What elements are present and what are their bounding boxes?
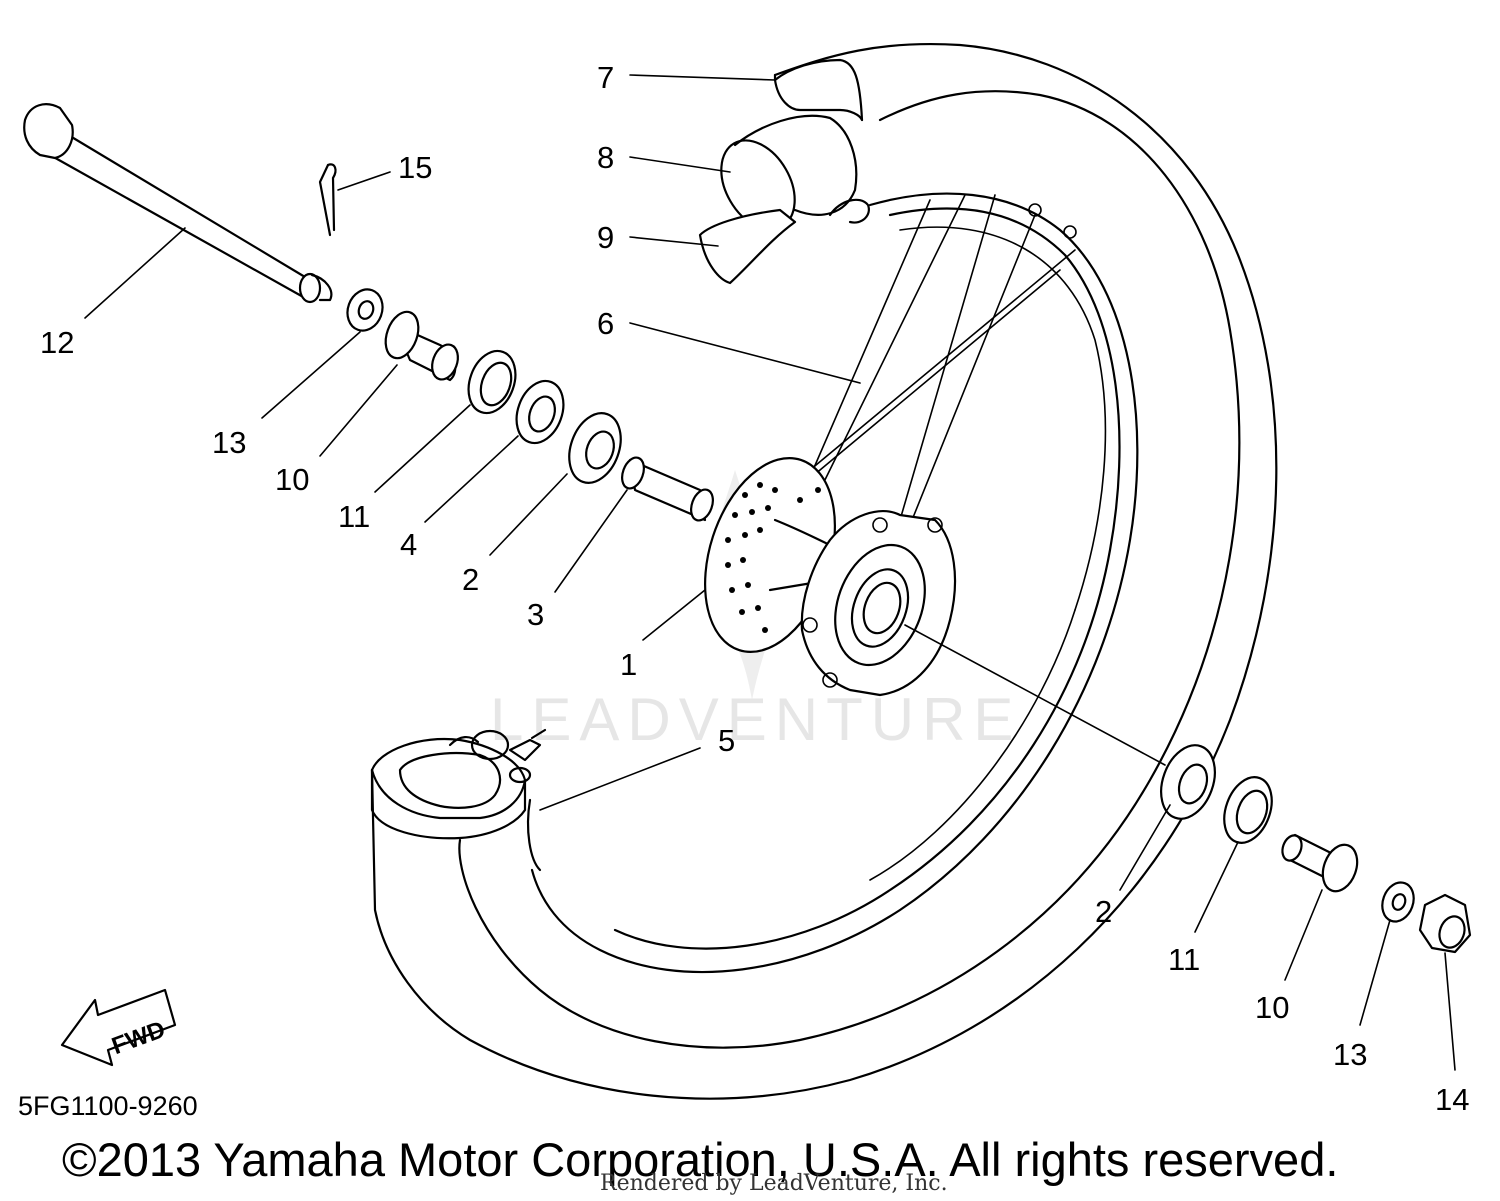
callout-1: 1: [620, 647, 637, 682]
callout-2-left: 2: [462, 562, 479, 597]
callout-13-right: 13: [1333, 1037, 1367, 1072]
callout-10-right: 10: [1255, 990, 1289, 1025]
collar-10-right: [1281, 833, 1359, 893]
callout-14: 14: [1435, 1082, 1469, 1117]
callout-5: 5: [718, 723, 735, 758]
bearing-2-left: [568, 412, 622, 484]
callouts: 7 8 9 6 15 12 13 10 11 4 2 3 1 5 2 11 10…: [40, 60, 1469, 1117]
callout-9: 9: [597, 220, 614, 255]
tube-8: [720, 114, 870, 231]
callout-4: 4: [400, 527, 417, 562]
axle-12: [23, 103, 333, 304]
callout-12: 12: [40, 325, 74, 360]
rendered-by: Rendered by LeadVenture, Inc.: [600, 1171, 948, 1196]
watermark-text: LEADVENTURE: [490, 686, 1021, 753]
callout-15: 15: [398, 150, 432, 185]
leader-lines: [84, 74, 1456, 1071]
valve: [448, 728, 547, 784]
copyright-notice: ©2013 Yamaha Motor Corporation, U.S.A. A…: [62, 1133, 1338, 1186]
callout-2-right: 2: [1095, 894, 1112, 929]
fwd-arrow-icon: FWD: [60, 988, 177, 1067]
rim-band-9: [698, 208, 797, 285]
axle-centerline: [904, 624, 1166, 766]
oil-seal-11-right: [1223, 776, 1273, 844]
callout-8: 8: [597, 140, 614, 175]
cotter-pin-15: [318, 163, 337, 237]
washer-13-left: [346, 288, 384, 332]
spacer-3: [621, 456, 714, 522]
callout-3: 3: [527, 597, 544, 632]
oil-seal-11-left: [467, 349, 517, 415]
bearing-4: [515, 379, 565, 445]
callout-13-left: 13: [212, 425, 246, 460]
part-code: 5FG1100-9260: [18, 1091, 198, 1121]
callout-11-right: 11: [1168, 942, 1200, 977]
callout-10-left: 10: [275, 462, 309, 497]
axle-nut-14: [1418, 893, 1472, 954]
callout-7: 7: [597, 60, 614, 95]
collar-10-left: [384, 310, 459, 382]
washer-13-right: [1381, 881, 1415, 923]
bearing-2-right: [1160, 744, 1216, 820]
callout-11-left: 11: [338, 499, 370, 534]
callout-6: 6: [597, 306, 614, 341]
hub-1: [704, 457, 957, 697]
tire-7: [370, 42, 1278, 1100]
